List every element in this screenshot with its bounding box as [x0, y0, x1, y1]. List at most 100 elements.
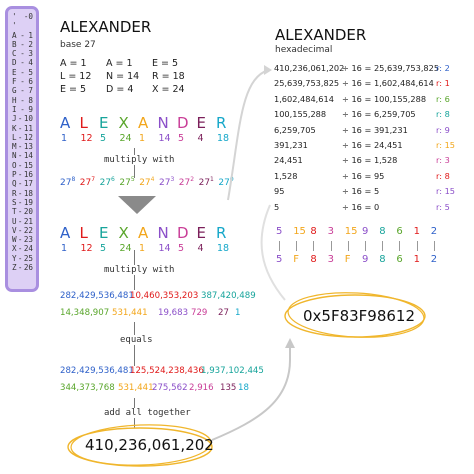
power-term: 274 [139, 176, 154, 188]
number-item: 387,420,489 [201, 291, 256, 301]
legend-dash: - [17, 207, 23, 217]
legend-row: D-4 [8, 58, 36, 67]
division-dividend: 1,602,484,614 [274, 93, 334, 104]
legend-row: Z-26 [8, 263, 36, 272]
legend-row: V-22 [8, 226, 36, 235]
power-base: 27 [139, 178, 151, 188]
legend-dash: - [17, 263, 23, 273]
legend-value: 19 [23, 197, 33, 207]
division-dividend: 1,528 [274, 170, 298, 181]
legend-value: 26 [23, 263, 33, 273]
hex-digit: 8 [379, 254, 386, 265]
legend-dash: - [17, 225, 23, 235]
legend-value: 18 [23, 188, 33, 198]
assignment-item: N = 14 [106, 71, 140, 82]
assignment-item: E = 5 [152, 58, 179, 69]
word-letter: X [118, 114, 129, 132]
legend-letter: O [12, 160, 17, 170]
word-letter: E [196, 224, 206, 242]
legend-letter: G [12, 86, 17, 96]
legend-letter: H [12, 95, 17, 105]
division-dividend: 24,451 [274, 155, 303, 166]
hex-digit: 3 [327, 254, 334, 265]
legend-letter: Y [12, 253, 17, 263]
power-base: 27 [178, 178, 191, 188]
legend-letter: K [12, 123, 17, 133]
word-letter: L [79, 224, 88, 242]
division-quotient: ÷ 16 = 1,528 [342, 155, 398, 166]
division-remainder: r: 15 [436, 186, 456, 197]
legend-row: W-23 [8, 235, 36, 244]
letter-value: 1 [139, 133, 146, 144]
number-item: 282,429,536,481 [60, 366, 134, 376]
word-letter: R [216, 224, 227, 242]
power-base: 27 [119, 178, 131, 188]
legend-letter: M [12, 142, 17, 152]
word-letter: E [99, 114, 109, 132]
division-remainder: r: 1 [436, 78, 450, 89]
power-term: 278 [60, 176, 75, 188]
legend-value: 12 [23, 132, 33, 142]
legend-dash: - [20, 58, 25, 68]
right-title: ALEXANDER [275, 26, 367, 44]
division-dividend: 391,231 [274, 140, 308, 150]
hex-digit: 2 [430, 254, 438, 265]
division-remainder: r: 8 [436, 109, 450, 120]
legend-dash: - [17, 235, 23, 245]
hex-digit: F [344, 254, 351, 265]
division-remainder: r: 6 [436, 93, 450, 104]
division-dividend: 95 [274, 186, 285, 197]
letter-value: 24 [119, 133, 132, 144]
legend-letter: W [12, 235, 17, 245]
number-item: 19,683 [158, 308, 189, 318]
legend-row: S-19 [8, 198, 36, 207]
letter-value: 1 [61, 243, 68, 254]
legend-letter: B [12, 39, 17, 49]
letter-value: 1 [139, 243, 146, 254]
legend-value: 5 [28, 67, 33, 77]
multiply-with-label-1: multiply with [101, 155, 178, 165]
power-exponent: 7 [91, 176, 96, 183]
power-exponent: 5 [130, 176, 135, 183]
legend-value: 17 [23, 179, 33, 189]
legend-value: 16 [23, 170, 33, 180]
hex-result: 0x5F83F98612 [303, 307, 416, 325]
legend-dash: - [17, 123, 23, 133]
legend-dash: - [17, 244, 23, 254]
letter-value: 18 [217, 243, 230, 254]
number-item: 14,348,907 [60, 308, 110, 318]
legend-row: A-1 [8, 31, 36, 40]
legend-row: Y-25 [8, 254, 36, 263]
legend-letter: ' ' [12, 12, 17, 31]
legend-value: 21 [23, 216, 33, 226]
hex-digit: 6 [396, 254, 403, 265]
legend-value: 22 [23, 225, 33, 235]
word-letter: R [216, 114, 227, 132]
assignment-item: A = 1 [60, 58, 87, 69]
legend-dash: - [17, 170, 23, 180]
legend-value: 8 [28, 95, 33, 105]
legend-value: 2 [28, 39, 33, 49]
letter-value: 14 [158, 243, 171, 254]
power-term: 273 [159, 176, 174, 188]
letter-value: 4 [197, 133, 204, 144]
division-quotient: ÷ 16 = 6,259,705 [342, 109, 416, 120]
legend-letter: T [12, 207, 17, 217]
division-dividend: 100,155,288 [274, 109, 327, 120]
legend-value: 6 [28, 77, 33, 87]
legend-value: 9 [28, 104, 33, 114]
number-item: 531,441 [112, 308, 148, 318]
letter-value: 5 [100, 133, 107, 144]
legend-row: Q-17 [8, 179, 36, 188]
remainder-digit: 5 [276, 226, 283, 237]
division-dividend: 5 [274, 201, 280, 212]
legend-value: 1 [28, 30, 33, 40]
legend-value: 23 [23, 235, 33, 245]
legend-dash: - [17, 142, 23, 152]
division-remainder: r: 2 [436, 63, 450, 73]
legend-value: 4 [28, 58, 33, 68]
big-down-arrow-icon [118, 196, 156, 214]
word-letter: N [157, 224, 169, 242]
remainder-digit: 8 [310, 226, 317, 237]
legend-letter: X [12, 244, 17, 254]
